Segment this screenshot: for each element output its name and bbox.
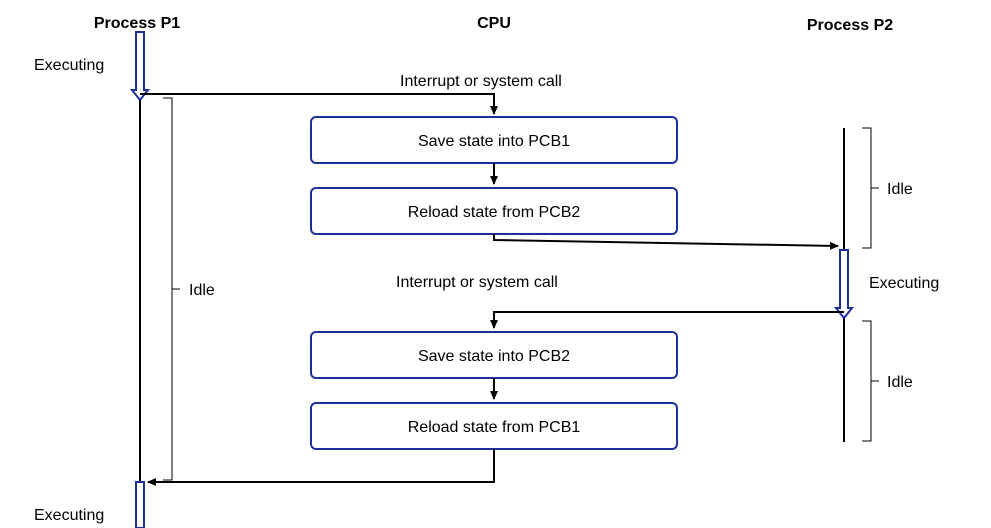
p2-executing-label: Executing	[869, 275, 939, 292]
dispatch-arrow-to-p1	[147, 449, 495, 486]
save-pcb1-label: Save state into PCB1	[418, 133, 570, 150]
process-p2-header: Process P2	[807, 17, 893, 34]
interrupt-arrow-1	[140, 93, 498, 115]
p1-executing-top-label: Executing	[34, 57, 104, 74]
save-pcb2-label: Save state into PCB2	[418, 348, 570, 365]
interrupt-label-1: Interrupt or system call	[400, 73, 562, 90]
interrupt-arrow-2	[490, 311, 844, 329]
p1-executing-bottom-label: Executing	[34, 507, 104, 524]
reload-pcb2-label: Reload state from PCB2	[408, 204, 581, 221]
p2-executing-arrow	[833, 249, 855, 320]
p2-idle-bottom-label: Idle	[887, 374, 913, 391]
p1-executing-arrow-bottom	[135, 481, 145, 528]
dispatch-arrow-to-p2	[493, 234, 839, 250]
p1-executing-arrow-top	[129, 31, 151, 102]
p2-idle-top-label: Idle	[887, 181, 913, 198]
p2-idle-bracket-bottom	[862, 320, 872, 442]
process-p1-header: Process P1	[94, 15, 180, 32]
reload-pcb1-label: Reload state from PCB1	[408, 419, 581, 436]
p2-idle-bracket-top	[862, 127, 872, 249]
cpu-header: CPU	[477, 15, 511, 32]
interrupt-label-2: Interrupt or system call	[396, 274, 558, 291]
p1-idle-bracket	[163, 97, 173, 481]
p1-idle-label: Idle	[189, 282, 215, 299]
